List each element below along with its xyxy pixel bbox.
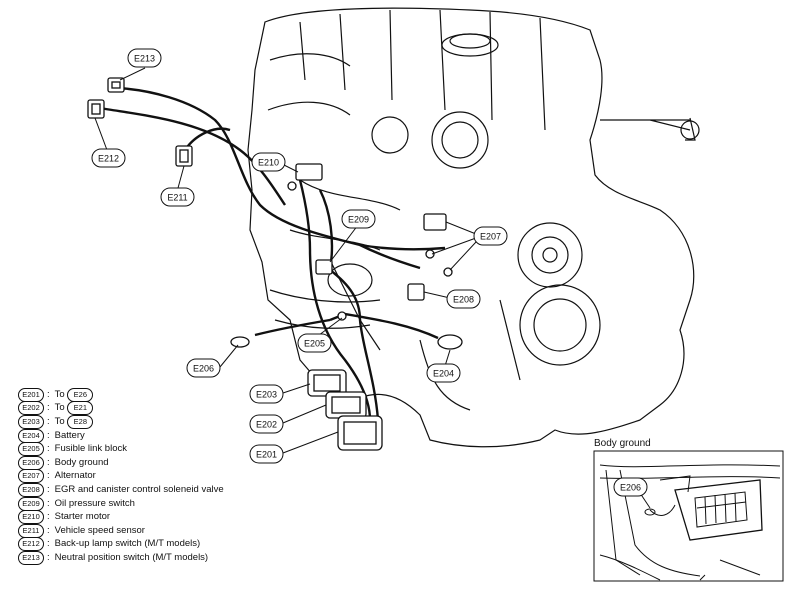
legend-row: E211:Vehicle speed sensor — [18, 523, 278, 538]
svg-text:E210: E210 — [258, 158, 279, 168]
callouts: E213 E212 E211 E210 E209 E207 E208 E205 … — [91, 48, 508, 464]
svg-text:E211: E211 — [167, 193, 187, 203]
callout-e210: E210 — [251, 152, 286, 172]
callout-e207: E207 — [473, 226, 508, 246]
legend-row: E202:To E21 — [18, 401, 278, 416]
svg-text:E212: E212 — [98, 154, 119, 164]
inset-title: Body ground — [594, 438, 651, 449]
wire-harness — [99, 86, 446, 421]
legend-row: E204:Battery — [18, 428, 278, 443]
callout-e209: E209 — [341, 209, 376, 229]
connector-e213 — [107, 77, 125, 93]
callout-e213: E213 — [127, 48, 162, 68]
svg-text:E203: E203 — [256, 390, 277, 400]
legend-row: E206:Body ground — [18, 455, 278, 470]
connector-e208 — [407, 283, 425, 301]
connector-legend: E201:To E26 E202:To E21 E203:To E28 E204… — [18, 387, 278, 565]
svg-text:E205: E205 — [304, 339, 325, 349]
callout-inset-e206: E206 — [613, 477, 648, 497]
callout-e205: E205 — [297, 333, 332, 353]
legend-row: E207:Alternator — [18, 469, 278, 484]
leader-lines — [94, 67, 477, 454]
svg-text:E201: E201 — [256, 450, 277, 460]
connector-e203 — [307, 369, 347, 397]
legend-row: E208:EGR and canister control soleneid v… — [18, 482, 278, 497]
connector-e201 — [337, 415, 383, 451]
connector-e212 — [87, 99, 105, 119]
inset-body-ground: E206 — [593, 450, 784, 582]
legend-row: E205:Fusible link block — [18, 442, 278, 457]
legend-row: E212:Back-up lamp switch (M/T models) — [18, 537, 278, 552]
callout-e201: E201 — [249, 444, 284, 464]
connectors — [87, 77, 463, 451]
callout-e203: E203 — [249, 384, 284, 404]
svg-text:E206: E206 — [620, 483, 641, 493]
connector-e205 — [337, 311, 347, 321]
callout-e208: E208 — [446, 289, 481, 309]
connector-e211 — [175, 145, 193, 167]
callout-e211: E211 — [160, 187, 195, 207]
svg-text:E206: E206 — [193, 364, 214, 374]
inset-frame — [593, 450, 784, 582]
connector-e207 — [423, 213, 453, 277]
connector-e202 — [325, 391, 367, 419]
connector-e210 — [287, 163, 323, 191]
callout-e202: E202 — [249, 414, 284, 434]
svg-text:E213: E213 — [134, 54, 155, 64]
connector-e206 — [230, 336, 250, 348]
legend-row: E203:To E28 — [18, 414, 278, 429]
svg-text:E204: E204 — [433, 369, 454, 379]
callout-e206: E206 — [186, 358, 221, 378]
callout-e212: E212 — [91, 148, 126, 168]
callout-e204: E204 — [426, 363, 461, 383]
svg-text:E208: E208 — [453, 295, 474, 305]
legend-row: E209:Oil pressure switch — [18, 496, 278, 511]
svg-text:E202: E202 — [256, 420, 277, 430]
svg-text:E207: E207 — [480, 232, 501, 242]
svg-text:E209: E209 — [348, 215, 369, 225]
legend-row: E213:Neutral position switch (M/T models… — [18, 550, 278, 565]
connector-e204 — [437, 334, 463, 350]
legend-row: E210:Starter motor — [18, 510, 278, 525]
connector-e209 — [315, 259, 333, 275]
legend-row: E201:To E26 — [18, 387, 278, 402]
